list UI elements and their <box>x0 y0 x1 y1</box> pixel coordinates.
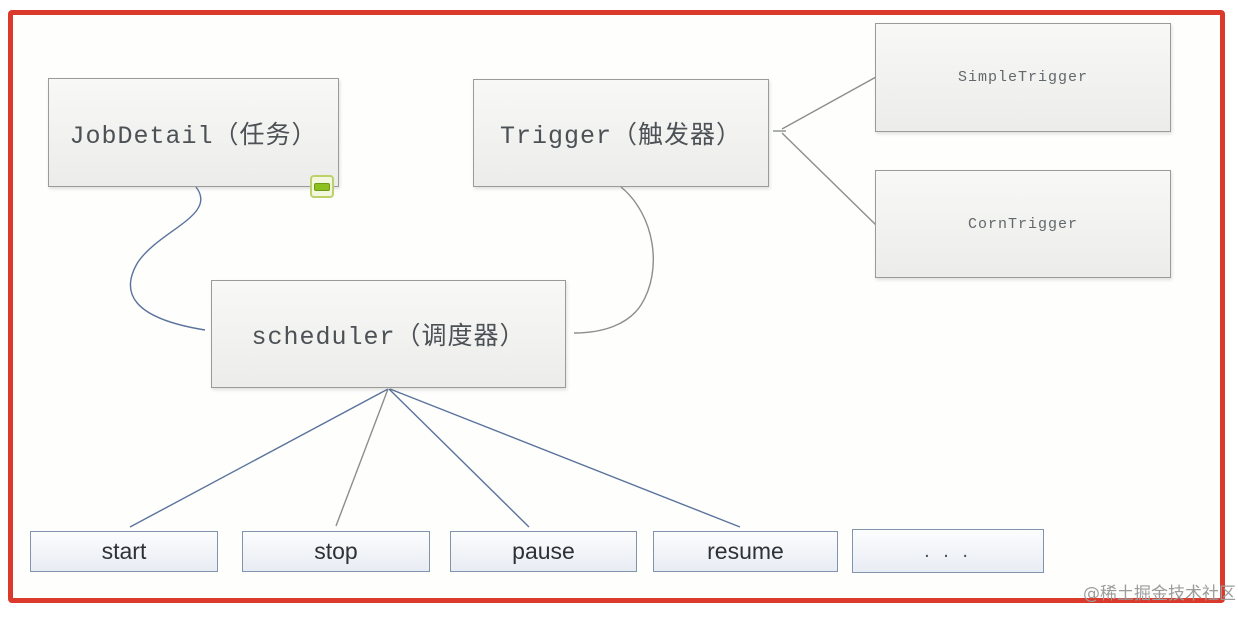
node-scheduler: scheduler（调度器） <box>211 280 566 388</box>
node-simple-trigger-label: SimpleTrigger <box>957 69 1089 86</box>
node-trigger: Trigger（触发器） <box>473 79 769 187</box>
node-corn-trigger-label: CornTrigger <box>967 215 1079 233</box>
node-corn-trigger: CornTrigger <box>875 170 1171 278</box>
action-box-stop: stop <box>242 531 430 572</box>
green-pill <box>314 182 330 191</box>
green-pill-badge-icon <box>310 175 334 198</box>
action-stop-label: stop <box>314 538 358 564</box>
node-jobdetail: JobDetail（任务） <box>48 78 339 198</box>
node-trigger-label: Trigger（触发器） <box>499 122 743 151</box>
action-box-pause: pause <box>450 531 637 572</box>
node-jobdetail-label: JobDetail（任务） <box>69 121 318 151</box>
action-resume-label: resume <box>707 538 784 564</box>
watermark: @稀土掘金技术社区 <box>1083 584 1236 604</box>
action-ellipsis-label: . . . <box>924 539 972 562</box>
action-pause-label: pause <box>512 538 575 564</box>
action-start-label: start <box>101 538 147 564</box>
action-box-resume: resume <box>653 531 838 572</box>
action-box-ellipsis: . . . <box>852 529 1044 573</box>
node-simple-trigger: SimpleTrigger <box>875 23 1171 132</box>
action-box-start: start <box>30 531 218 572</box>
node-scheduler-label: scheduler（调度器） <box>251 323 526 352</box>
